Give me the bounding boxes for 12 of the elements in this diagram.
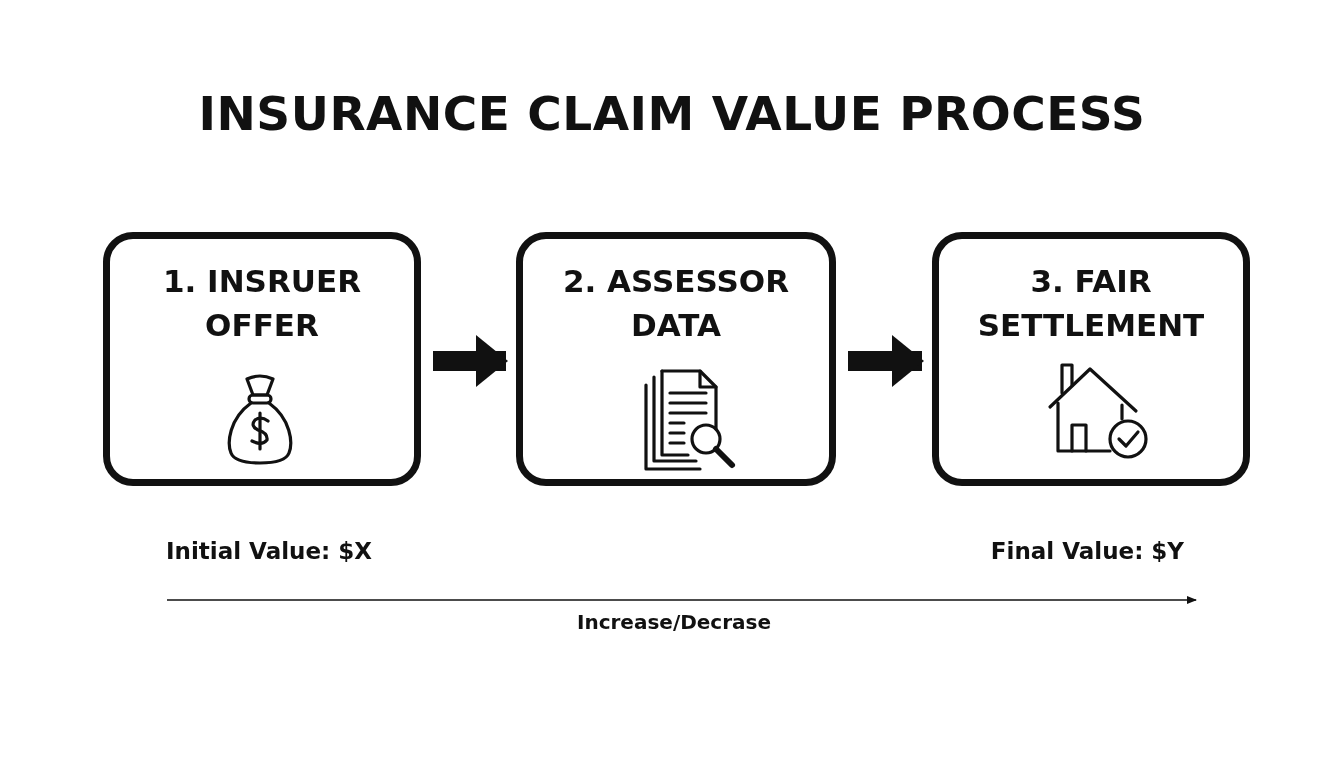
step-title: 1. INSRUER OFFER [161,262,362,345]
value-label: Initial Value: $X [166,538,372,564]
arrow-caption: Increase/Decrase [576,610,772,634]
step-title: 2. ASSESSOR DATA [561,262,791,345]
arrow [433,335,508,387]
step-title: 3. FAIR SETTLEMENT [976,262,1206,345]
arrow [848,335,924,387]
diagram-title: INSURANCE CLAIM VALUE PROCESS [197,86,1147,141]
process-box [103,232,421,486]
process-box [932,232,1250,486]
process-box [516,232,836,486]
value-label: Final Value: $Y [990,538,1184,564]
